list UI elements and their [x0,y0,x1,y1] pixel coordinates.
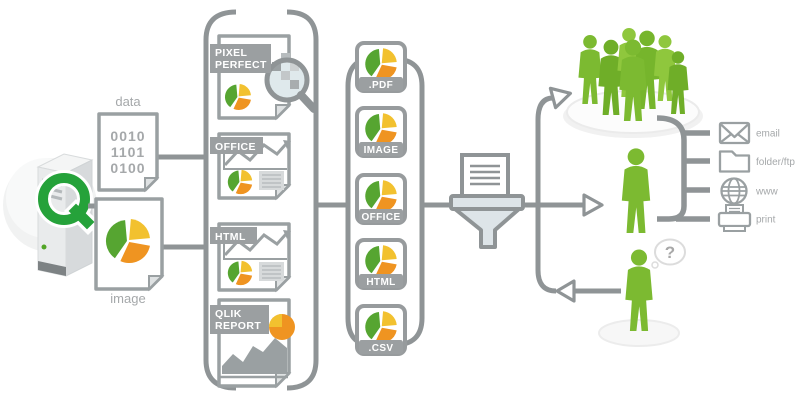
format-csv-label: .CSV [369,343,394,354]
thought-bubble [654,238,686,266]
text-block-icon [259,262,284,281]
arrow-to-group-icon [548,86,572,110]
printer-icon [717,204,752,232]
channel-www: www [720,177,778,205]
people-group-icon [563,28,703,138]
person-icon [621,148,651,233]
pixel-perfect-line1: PIXEL [215,47,248,59]
html-template: HTML [210,222,292,293]
globe-icon [720,177,748,205]
format-pdf-label: .PDF [369,80,393,91]
office-label: OFFICE [215,141,256,153]
area-chart-icon [222,338,287,374]
office-badge [210,137,263,154]
channel-www-label: www [755,187,778,198]
format-csv: .CSV [355,304,407,356]
qlik-server-icon [3,153,101,277]
pixel-perfect-line2: PERFECT [215,59,267,71]
binary-line-2: 1101 [111,144,145,160]
thought-bubble-tail [651,261,659,269]
channel-email: email [718,121,780,145]
format-html-label: HTML [366,277,395,288]
channel-print: print [717,204,776,232]
html-label: HTML [215,231,246,243]
qlik-q-logo [35,170,101,236]
office-template: OFFICE [210,132,292,201]
format-image: IMAGE [355,106,407,158]
data-document: data 0010 1101 0100 [97,94,160,193]
image-doc-label: image [110,291,145,306]
channel-email-label: email [756,129,780,140]
arrow-from-requester-icon [555,279,576,303]
binary-line-1: 0010 [110,128,145,144]
data-doc-label: data [115,94,141,109]
image-document: image [94,197,165,306]
binary-line-3: 0100 [110,160,145,176]
format-pdf: .PDF [355,41,407,93]
text-block-icon [259,171,284,190]
question-mark: ? [665,243,675,262]
html-badge [210,227,257,244]
qlik-report-line1: QLIK [215,308,242,320]
channel-folder-label: folder/ftp [756,157,795,168]
format-office-label: OFFICE [361,212,400,223]
magnifier-pixels-icon [264,53,318,113]
arrow-to-person-icon [582,193,604,217]
flow-arrows [548,86,604,303]
delivery-bracket [656,115,710,222]
format-image-label: IMAGE [364,145,399,156]
pixel-perfect-template: PIXEL PERFECT [210,34,318,121]
person-question-icon: ? [598,238,686,347]
qlik-report-badge [210,305,269,334]
funnel-printer-icon [449,153,525,249]
format-office: OFFICE [355,173,407,225]
folder-icon [718,150,751,173]
format-html: HTML [355,238,407,290]
pixel-perfect-badge [210,44,271,73]
envelope-icon [718,121,751,145]
fan-out-connectors [535,95,621,294]
channel-print-label: print [756,215,776,226]
channel-folder-ftp: folder/ftp [718,150,795,173]
qlik-report-line2: REPORT [215,320,261,332]
qlik-report-template: QLIK REPORT [210,298,295,389]
